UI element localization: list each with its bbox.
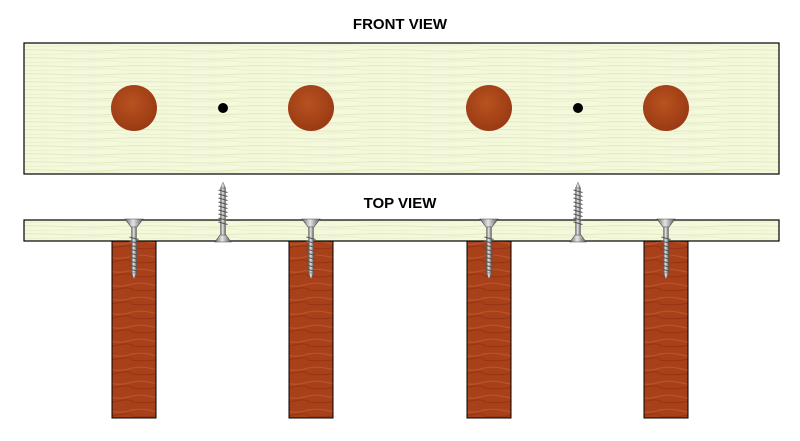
plug-2: [288, 85, 334, 131]
wood-screw-icon-post-1: [124, 218, 144, 280]
front-view-title: FRONT VIEW: [352, 16, 448, 33]
wood-screw-icon-post-2: [301, 218, 321, 280]
top-view-title: TOP VIEW: [363, 195, 437, 212]
wood-screw-icon-post-3: [479, 218, 499, 280]
wood-screw-icon-protruding-1: [214, 181, 232, 243]
wood-screw-icon-protruding-2: [569, 181, 587, 243]
plug-3: [466, 85, 512, 131]
top-board: [23, 219, 780, 242]
plug-1: [111, 85, 157, 131]
pilot-hole-1: [218, 103, 228, 113]
wood-screw-icon-post-4: [656, 218, 676, 280]
pilot-hole-2: [573, 103, 583, 113]
plug-4: [643, 85, 689, 131]
